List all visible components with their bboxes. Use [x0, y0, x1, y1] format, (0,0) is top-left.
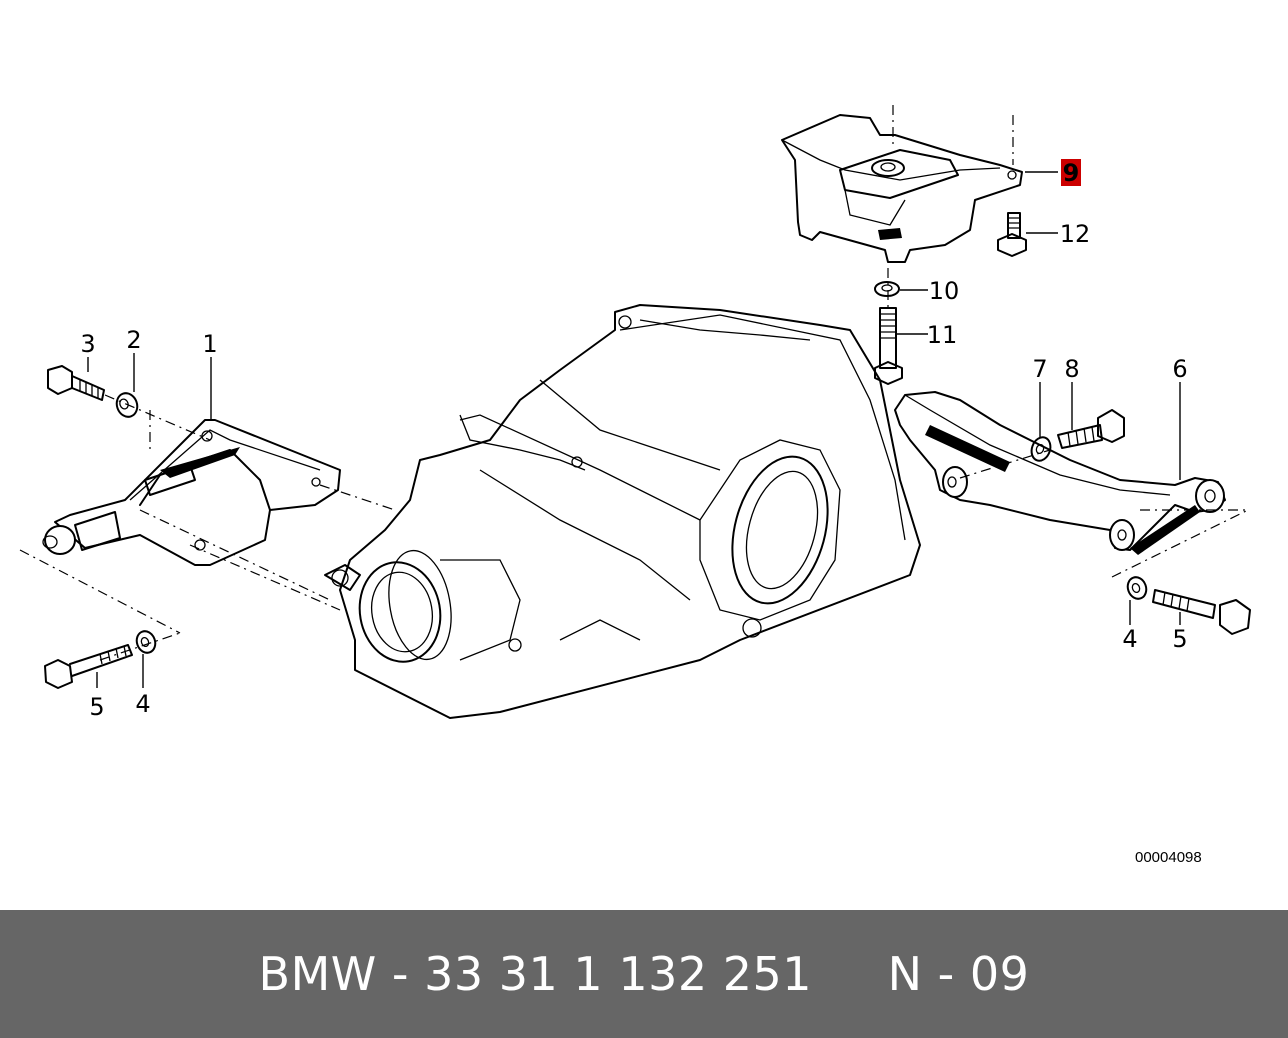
- callout-11: 11: [927, 321, 958, 349]
- left-lower-bolt: [44, 644, 133, 689]
- left-lower-washer: [135, 630, 157, 654]
- diagram-reference-code: 00004098: [1135, 849, 1202, 866]
- left-upper-washer: [115, 392, 139, 418]
- left-upper-bolt: [47, 365, 105, 401]
- parts-diagram: 3 2 1 5 4 9 12 10 11 7 8 6 4 5 00004098: [19, 105, 1251, 866]
- callout-12: 12: [1060, 220, 1091, 248]
- callout-5-right: 5: [1172, 625, 1187, 653]
- callout-1: 1: [202, 330, 217, 358]
- callout-9: 9: [1063, 159, 1080, 187]
- callout-4-right: 4: [1122, 625, 1137, 653]
- callout-4-left: 4: [135, 690, 150, 718]
- callout-10: 10: [929, 277, 960, 305]
- right-lower-bolt: [1152, 589, 1251, 635]
- callout-2: 2: [126, 326, 141, 354]
- rubber-mount: [781, 114, 1023, 263]
- callout-7: 7: [1032, 355, 1047, 383]
- bolt-11: [874, 307, 903, 385]
- mount-bolt-12: [997, 212, 1027, 257]
- callout-5-left: 5: [89, 693, 104, 721]
- right-upper-washer: [1030, 436, 1052, 462]
- callout-8: 8: [1064, 355, 1079, 383]
- right-crossmember-bracket: [894, 391, 1226, 555]
- right-lower-washer: [1126, 576, 1148, 600]
- part-number-footer: BMW - 33 31 1 132 251 N - 09: [0, 910, 1288, 1038]
- right-upper-bolt: [1057, 409, 1125, 449]
- highlight-box: [1061, 159, 1081, 186]
- part-number-label: BMW - 33 31 1 132 251 N - 09: [258, 947, 1030, 1001]
- washer-10: [874, 281, 900, 297]
- left-mounting-bracket: [42, 419, 341, 566]
- callout-6: 6: [1172, 355, 1187, 383]
- callout-3: 3: [80, 330, 95, 358]
- differential-housing: [324, 304, 921, 719]
